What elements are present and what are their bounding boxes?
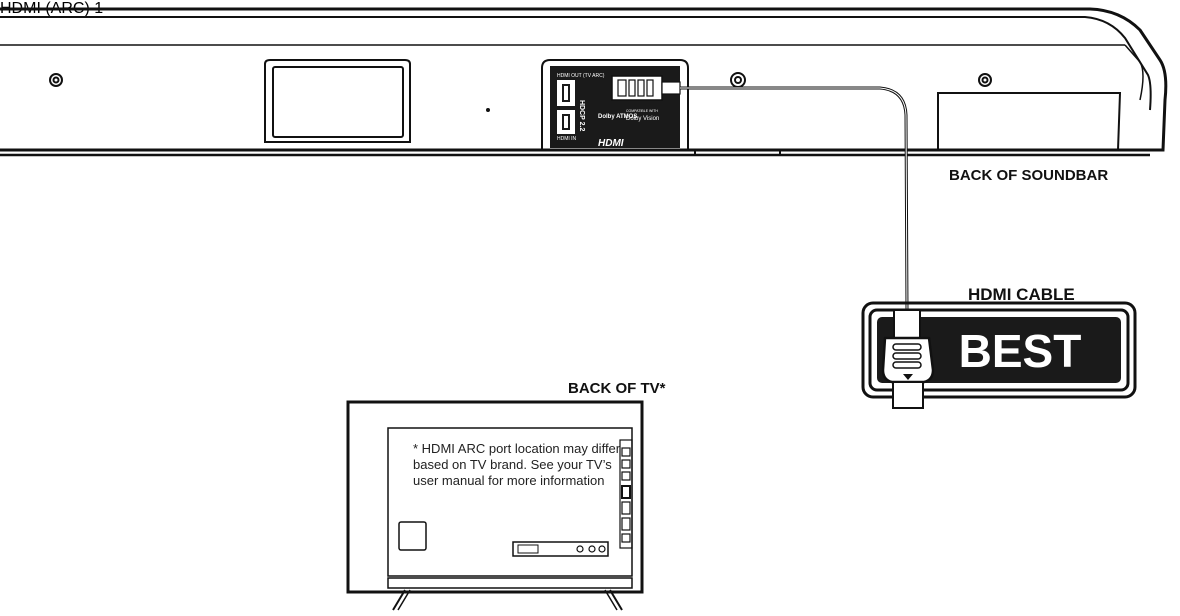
hdmi-out-label: HDMI OUT (TV ARC) — [557, 73, 605, 79]
tv-bottom-ports — [512, 541, 609, 557]
soundbar-label: BACK OF SOUNDBAR — [949, 167, 1108, 184]
tv-vesa-plate — [398, 521, 427, 551]
dolby-atmos-label: Dolby ATMOS — [598, 114, 637, 120]
cable-plug — [881, 309, 935, 409]
side-recess — [937, 92, 1122, 151]
screw-hole-middle — [730, 72, 746, 88]
screw-hole-left — [49, 73, 63, 87]
screw-hole-right — [978, 73, 992, 87]
hdmi-cable — [680, 86, 909, 313]
cable-plug-soundbar — [611, 75, 681, 101]
hdmi-in-label: HDMI IN — [557, 136, 577, 142]
tv-back — [346, 400, 644, 611]
wall-mount-recess — [264, 59, 411, 143]
hdmi-logo-panel: HDMI — [598, 138, 624, 149]
best-badge: BEST — [861, 301, 1137, 399]
soundbar — [0, 7, 1168, 157]
dolby-vision-label: Dolby Vision — [626, 116, 659, 122]
tv-note: * HDMI ARC port location may differ base… — [413, 441, 621, 488]
tv-label: BACK OF TV* — [568, 380, 666, 397]
compatible-with-label: COMPATIBLE WITH — [626, 109, 658, 113]
soundbar-port-panel: HDMI OUT (TV ARC) HDMI IN HDCP 2.2 Dolby… — [541, 59, 689, 151]
best-badge-text: BEST — [959, 325, 1082, 377]
hdmi-cable-label: HDMI CABLE — [968, 285, 1075, 304]
hdcp-label: HDCP 2.2 — [578, 100, 585, 131]
tv-side-ports — [619, 439, 633, 549]
